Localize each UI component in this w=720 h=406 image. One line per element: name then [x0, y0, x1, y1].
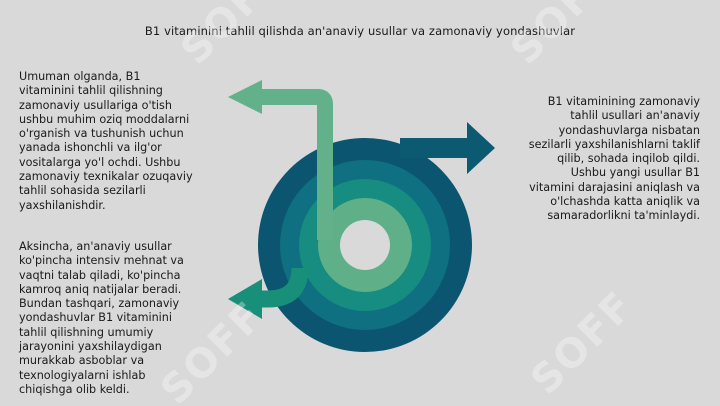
bottom-left-arrow-stem	[258, 267, 309, 308]
top-left-arrow-stem	[262, 89, 333, 240]
right-paragraph: B1 vitaminining zamonaviy tahlil usullar…	[528, 95, 700, 223]
top-left-arrow-head	[228, 80, 262, 114]
bottom-left-arrow-head	[228, 279, 262, 319]
right-arrow	[400, 122, 495, 174]
left-top-paragraph: Umuman olganda, B1 vitaminini tahlil qil…	[19, 70, 193, 212]
center-hole	[340, 220, 390, 270]
left-bottom-paragraph: Aksincha, an'anaviy usullar ko'pincha in…	[19, 240, 184, 396]
slide-title: B1 vitaminini tahlil qilishda an'anaviy …	[144, 24, 576, 38]
